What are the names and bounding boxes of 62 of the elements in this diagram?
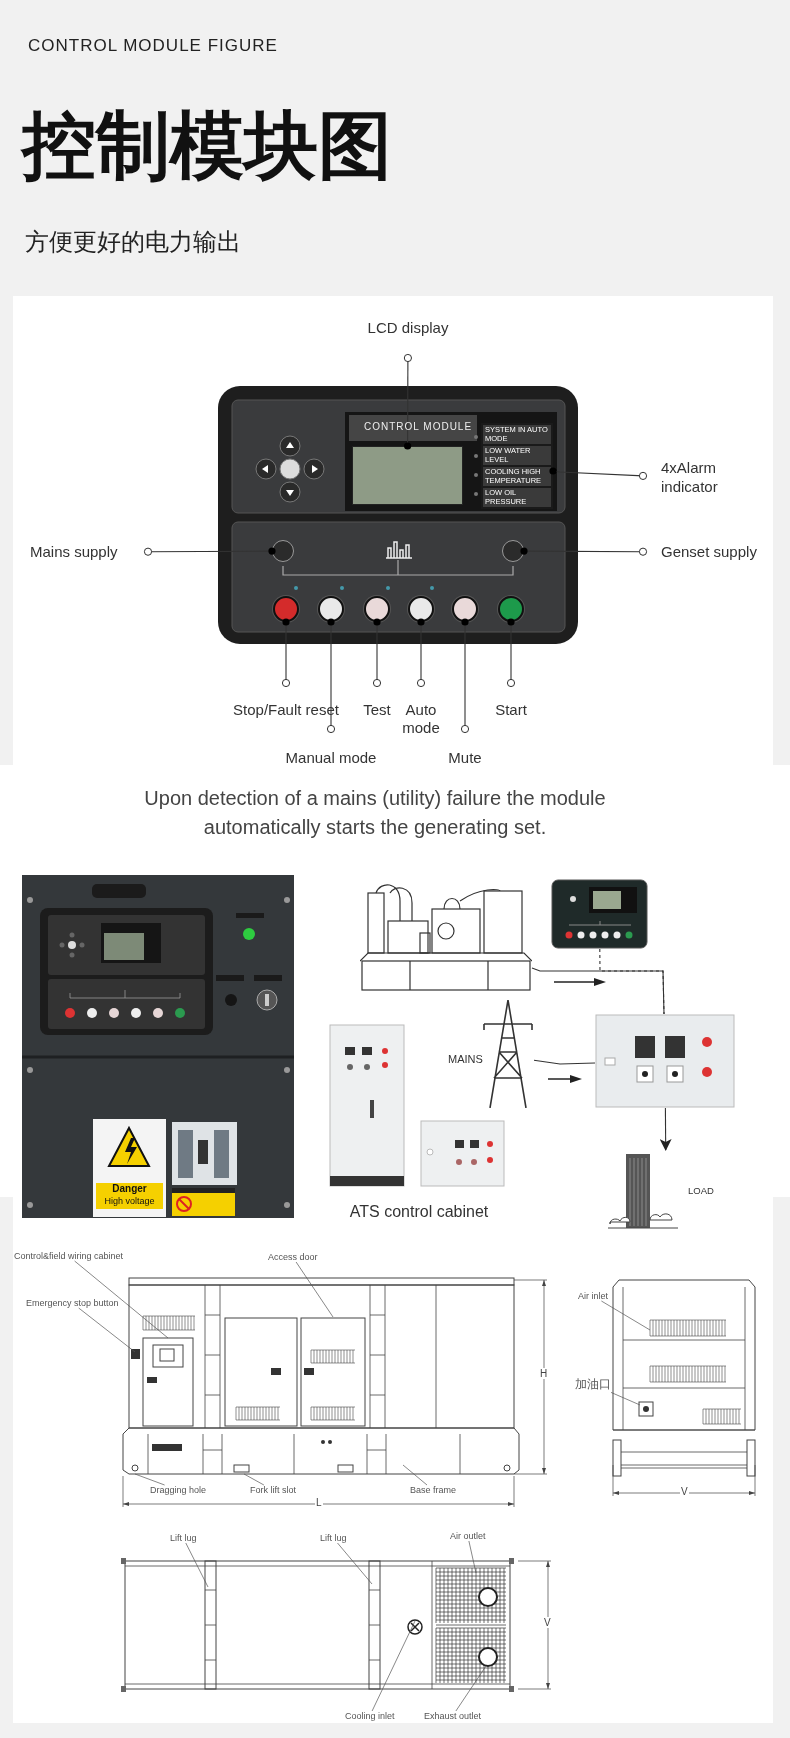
leader-line xyxy=(402,1464,428,1486)
callout-label: LCD display xyxy=(350,318,466,358)
callout-label: Auto mode xyxy=(393,683,449,737)
subtitle: 方便更好的电力输出 xyxy=(25,227,241,258)
leader-line xyxy=(455,1665,487,1712)
sign-text: Danger xyxy=(111,1183,148,1195)
dimension-label: H xyxy=(539,1368,549,1379)
callout-label: Air outlet xyxy=(450,1531,486,1541)
leader-line xyxy=(416,618,426,688)
dimension-label: V xyxy=(543,1617,552,1628)
node-label: MAINS xyxy=(448,1053,483,1065)
caption-text: ATS control cabinet xyxy=(348,1203,490,1221)
lcd-screen xyxy=(352,446,463,505)
callout-label: 加油口 xyxy=(575,1376,611,1393)
leader-line xyxy=(610,1392,641,1406)
dimension-label: V xyxy=(680,1486,689,1497)
connector-line xyxy=(599,948,665,1015)
callout-label: Lift lug xyxy=(170,1533,197,1543)
panel-text: CONTROL MODULE xyxy=(364,421,473,432)
callout-label: Mains supply xyxy=(30,541,148,563)
callout-label: 4xAlarm indicator xyxy=(643,458,773,500)
leader-line xyxy=(371,1620,416,1712)
leader-line xyxy=(185,1542,209,1588)
callout-label: Emergency stop button xyxy=(26,1298,119,1308)
sign-text: High voltage xyxy=(103,1196,156,1207)
description-text: Upon detection of a mains (utility) failure the module automatically starts the generating set. xyxy=(143,786,607,840)
leader-line xyxy=(403,353,412,450)
leader-line xyxy=(78,1307,136,1353)
leader-line xyxy=(143,547,276,556)
arrow xyxy=(659,1107,672,1151)
callout-label: Genset supply xyxy=(643,541,770,563)
callout-label: Cooling inlet xyxy=(345,1711,395,1721)
leader-line xyxy=(372,618,382,688)
callout-label: Lift lug xyxy=(320,1533,347,1543)
callout-label: Base frame xyxy=(410,1485,457,1495)
callout-label: Dragging hole xyxy=(150,1485,207,1495)
leader-line xyxy=(549,467,648,480)
dimension-label: L xyxy=(315,1497,323,1508)
leader-line xyxy=(326,618,336,734)
callout-label: Access door xyxy=(268,1252,318,1262)
callout-label: Start xyxy=(471,683,551,719)
leader-line xyxy=(506,618,516,688)
callout-label: Air inlet xyxy=(578,1291,608,1301)
page-title: 控制模块图 xyxy=(22,101,392,190)
leader-line xyxy=(601,1300,651,1331)
leader-line xyxy=(281,618,291,688)
callout-label: Fork lift slot xyxy=(250,1485,296,1495)
leader-line xyxy=(520,547,648,556)
node-label: LOAD xyxy=(688,1185,714,1196)
leader-line xyxy=(243,1473,265,1486)
leader-line xyxy=(337,1542,373,1585)
callout-label: Control&field wiring cabinet xyxy=(14,1251,124,1261)
indicator-panel xyxy=(481,423,553,509)
connector-line xyxy=(531,967,665,1015)
leader-line xyxy=(468,1540,477,1574)
leader-line xyxy=(295,1261,334,1318)
connector-line xyxy=(533,1059,596,1065)
callout-label: Exhaust outlet xyxy=(424,1711,482,1721)
leader-line xyxy=(134,1473,165,1486)
header-text: CONTROL MODULE FIGURE xyxy=(28,36,278,56)
leader-line xyxy=(460,618,470,734)
leader-line xyxy=(74,1260,169,1339)
